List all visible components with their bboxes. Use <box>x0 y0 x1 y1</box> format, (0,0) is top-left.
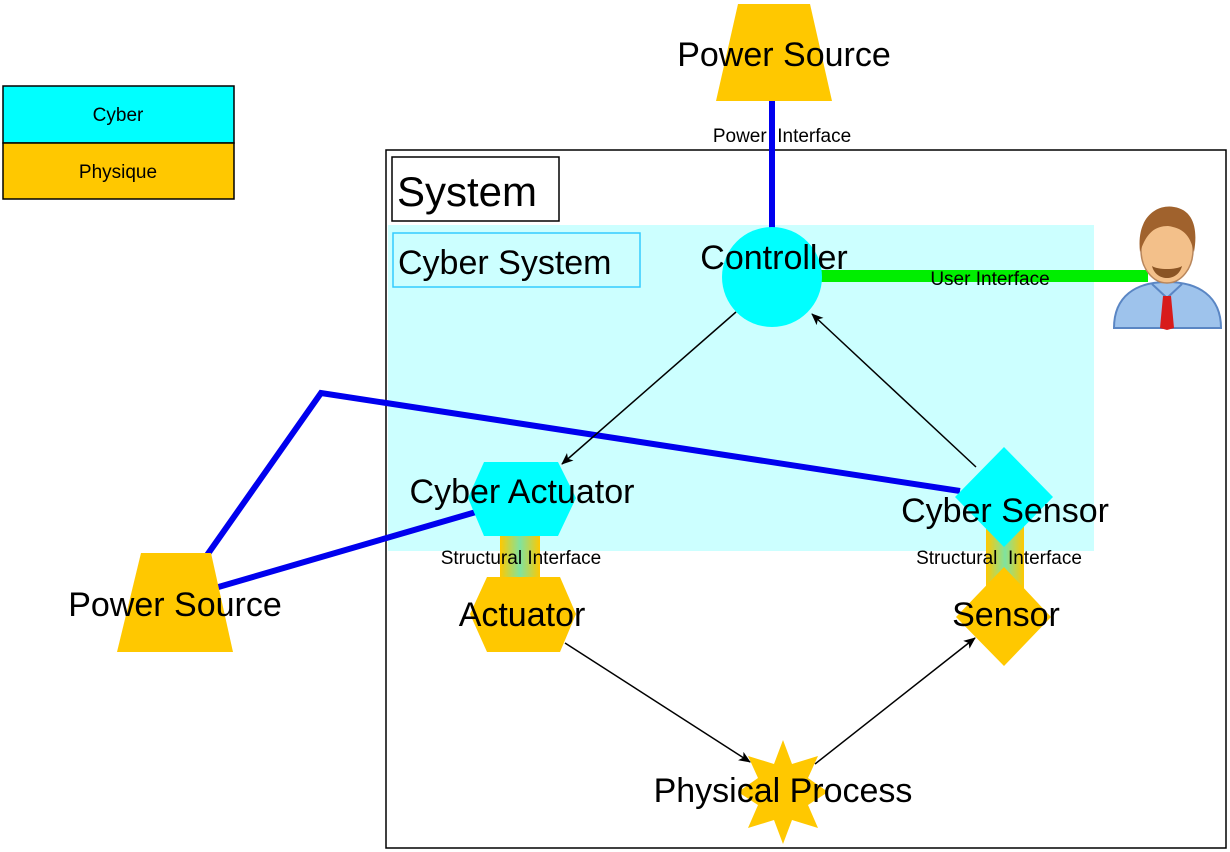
cyber-system-title: Cyber System <box>398 244 612 282</box>
structural-interface-actuator-label: Structural Interface <box>441 548 602 569</box>
actuator-label: Actuator <box>459 596 586 634</box>
arrow-actuator-to-physical-process <box>564 642 751 763</box>
power-line-actuator <box>214 509 477 591</box>
arrow-physical-process-to-sensor <box>814 637 976 765</box>
structural-interface-actuator-link <box>500 535 540 583</box>
legend-physique-swatch <box>2 142 235 200</box>
user-interface-label: User Interface <box>930 269 1049 290</box>
cyber-system-title-box <box>392 232 641 288</box>
actuator-shape <box>470 577 576 652</box>
power-interface-label: Power Interface <box>713 126 851 147</box>
power-source-left-label: Power Source <box>68 586 282 624</box>
legend-cyber-label: Cyber <box>93 105 144 126</box>
controller-shape <box>722 227 822 327</box>
power-source-top-shape <box>716 4 832 101</box>
legend: Cyber Physique <box>2 85 235 200</box>
legend-cyber-swatch <box>2 85 235 144</box>
structural-interface-sensor-label: Structural Interface <box>916 548 1082 569</box>
power-source-left-shape <box>117 553 233 652</box>
system-title: System <box>397 168 537 215</box>
sensor-label: Sensor <box>952 596 1060 634</box>
controller-label: Controller <box>700 239 847 277</box>
power-line-sensor <box>202 389 961 560</box>
user-avatar-icon <box>1112 206 1223 330</box>
cyber-actuator-label: Cyber Actuator <box>410 473 635 511</box>
system-title-box <box>391 156 560 222</box>
legend-physique-label: Physique <box>79 162 157 183</box>
arrow-controller-to-cyber-actuator <box>561 311 737 465</box>
cyber-sensor-label: Cyber Sensor <box>901 492 1109 530</box>
sensor-shape <box>956 567 1051 666</box>
cyber-sensor-shape <box>955 447 1053 547</box>
cyber-actuator-shape <box>468 462 576 536</box>
physical-process-label: Physical Process <box>654 772 913 810</box>
physical-process-shape <box>738 740 828 844</box>
power-source-top-label: Power Source <box>677 36 891 74</box>
arrow-cyber-sensor-to-controller <box>811 313 977 468</box>
